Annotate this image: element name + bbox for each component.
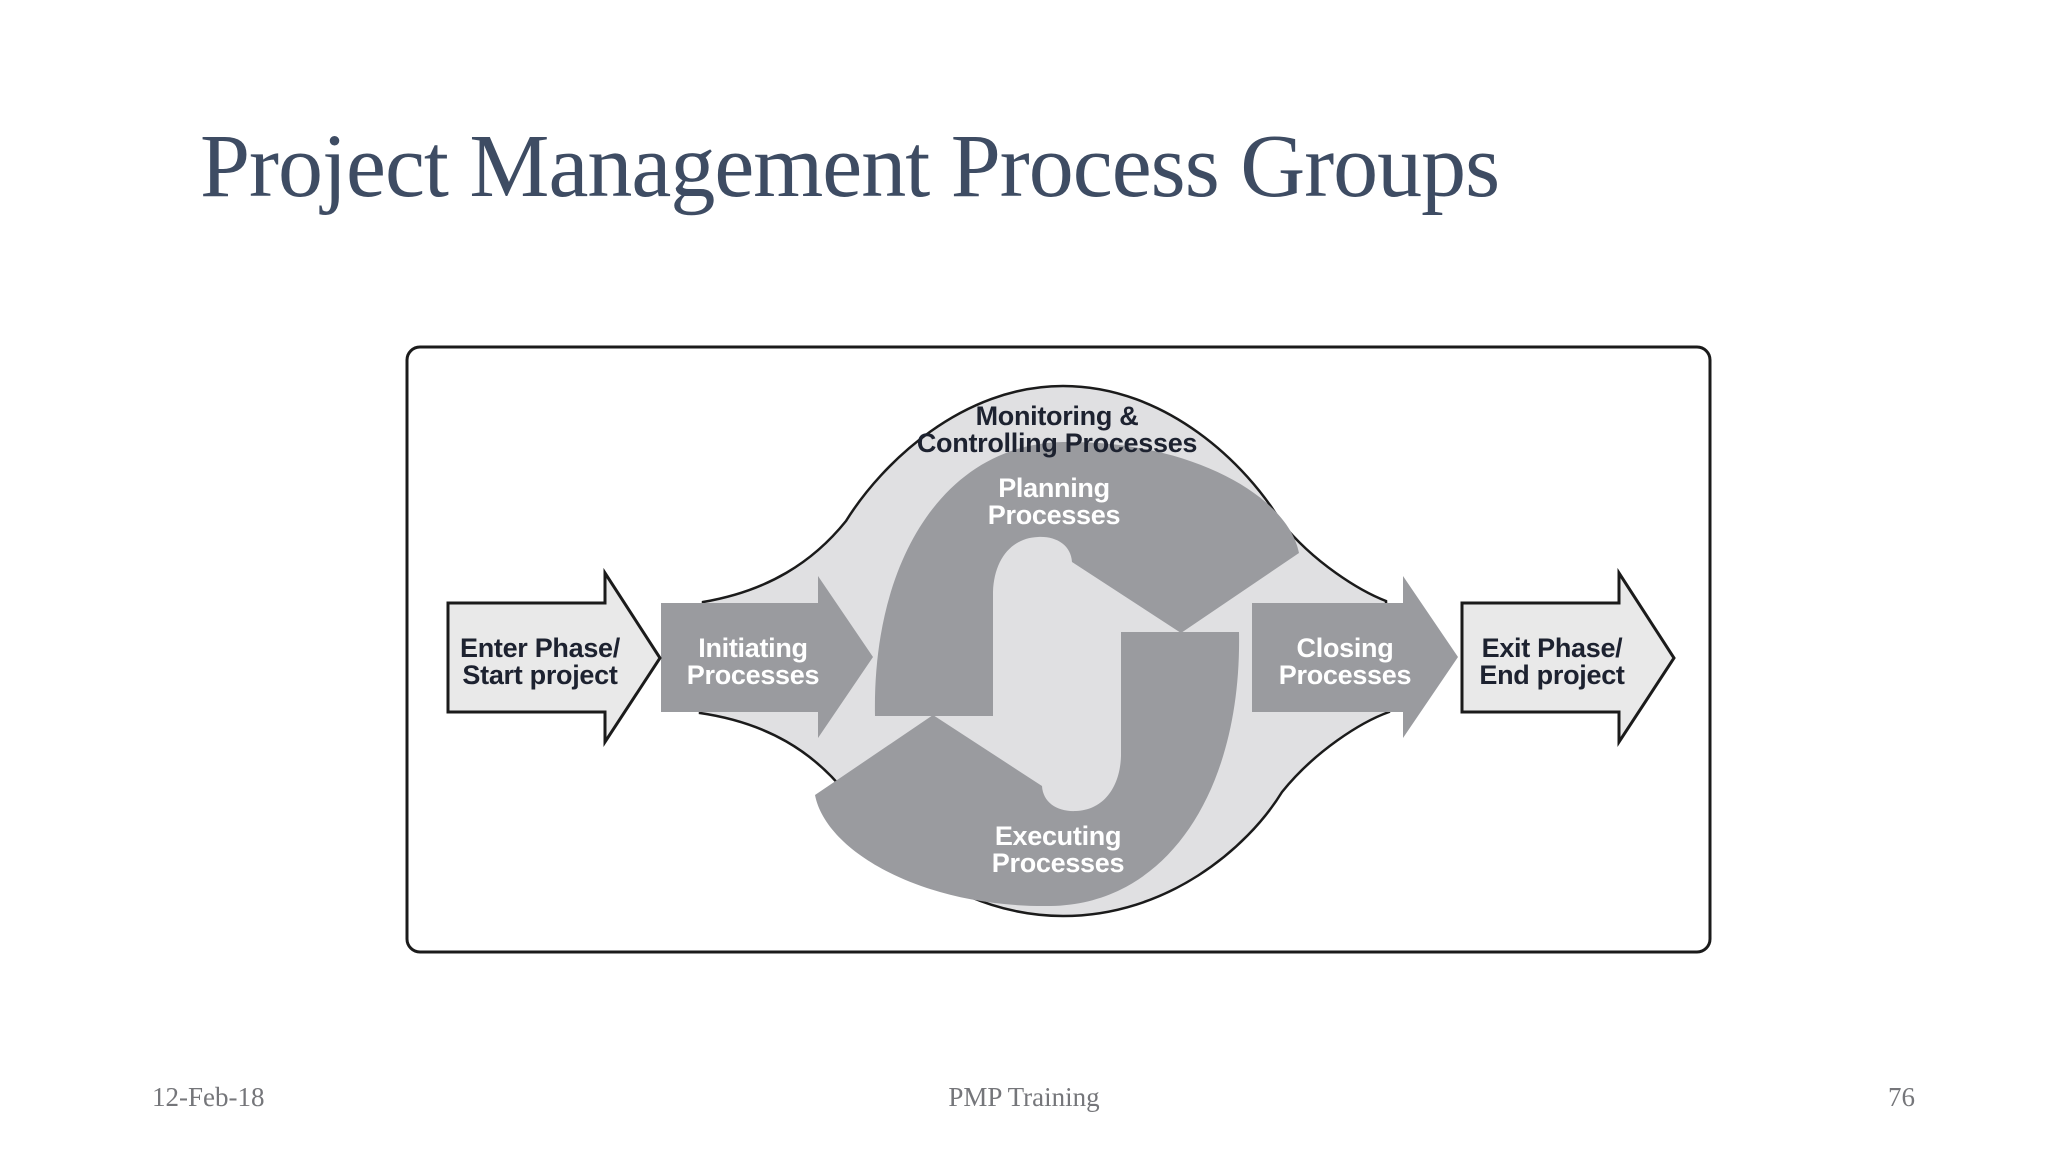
footer-date: 12-Feb-18 bbox=[152, 1082, 265, 1112]
footer-page-number: 76 bbox=[1888, 1082, 1915, 1112]
initiating-label-line1: Initiating bbox=[698, 633, 807, 663]
exit-label-line2: End project bbox=[1479, 660, 1625, 690]
enter-label-line1: Enter Phase/ bbox=[460, 633, 621, 663]
executing-label-line2: Processes bbox=[992, 848, 1124, 878]
exit-label-line1: Exit Phase/ bbox=[1482, 633, 1624, 663]
footer-course: PMP Training bbox=[948, 1082, 1100, 1112]
slide-title: Project Management Process Groups bbox=[200, 117, 1500, 216]
planning-arrow bbox=[874, 441, 1299, 716]
initiating-arrow bbox=[661, 576, 873, 738]
closing-label-line1: Closing bbox=[1297, 633, 1394, 663]
initiating-label-line2: Processes bbox=[687, 660, 819, 690]
executing-arrow bbox=[815, 632, 1240, 907]
exit-arrow bbox=[1460, 567, 1676, 748]
planning-label-line2: Processes bbox=[988, 500, 1120, 530]
planning-label-line1: Planning bbox=[998, 473, 1110, 503]
closing-arrow bbox=[1252, 576, 1458, 738]
monitoring-label-line1: Monitoring & bbox=[976, 401, 1139, 431]
monitoring-label-line2: Controlling Processes bbox=[917, 428, 1197, 458]
closing-label-line2: Processes bbox=[1279, 660, 1411, 690]
enter-label-line2: Start project bbox=[462, 660, 617, 690]
executing-label-line1: Executing bbox=[995, 821, 1121, 851]
enter-arrow bbox=[446, 567, 662, 748]
